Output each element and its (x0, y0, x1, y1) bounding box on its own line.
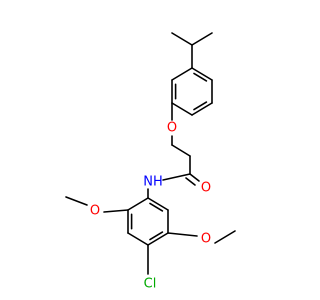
ring-bond (127, 232, 149, 246)
ring-bond (147, 232, 169, 246)
structure-canvas: O O NH O O Cl (65, 32, 236, 292)
bond-layer (65, 32, 236, 275)
isopropyl-bond (191, 32, 213, 46)
aromatic-inner-bond (149, 202, 164, 212)
carbonyl-bond (189, 173, 200, 182)
ring-bond (171, 102, 193, 116)
ch2-bond (171, 144, 191, 157)
oxygen-methoxy-right-label: O (201, 232, 211, 247)
amide-nh-label: NH (143, 175, 163, 190)
ring-bond (191, 67, 213, 81)
isopropyl-bond (171, 32, 193, 46)
oxygen-ether-label: O (167, 121, 177, 136)
chlorine-label: Cl (144, 277, 157, 292)
aromatic-inner-bond (149, 231, 164, 241)
ring-bond (127, 197, 149, 211)
ring-bond (171, 67, 193, 81)
ring-bond (191, 102, 213, 116)
methoxy-bond (214, 230, 236, 244)
amide-bond (162, 173, 191, 181)
methoxy-bond (65, 196, 88, 206)
ring-bond (147, 197, 169, 211)
oxygen-carbonyl-label: O (201, 181, 211, 196)
methoxy-bond (103, 209, 129, 213)
carbonyl-bond (185, 177, 196, 186)
oxygen-methoxy-left-label: O (90, 204, 100, 219)
aromatic-inner-bond (193, 101, 208, 111)
methoxy-bond (167, 232, 198, 237)
molecule-diagram: O O NH O O Cl (65, 32, 236, 292)
aromatic-inner-bond (193, 72, 208, 82)
